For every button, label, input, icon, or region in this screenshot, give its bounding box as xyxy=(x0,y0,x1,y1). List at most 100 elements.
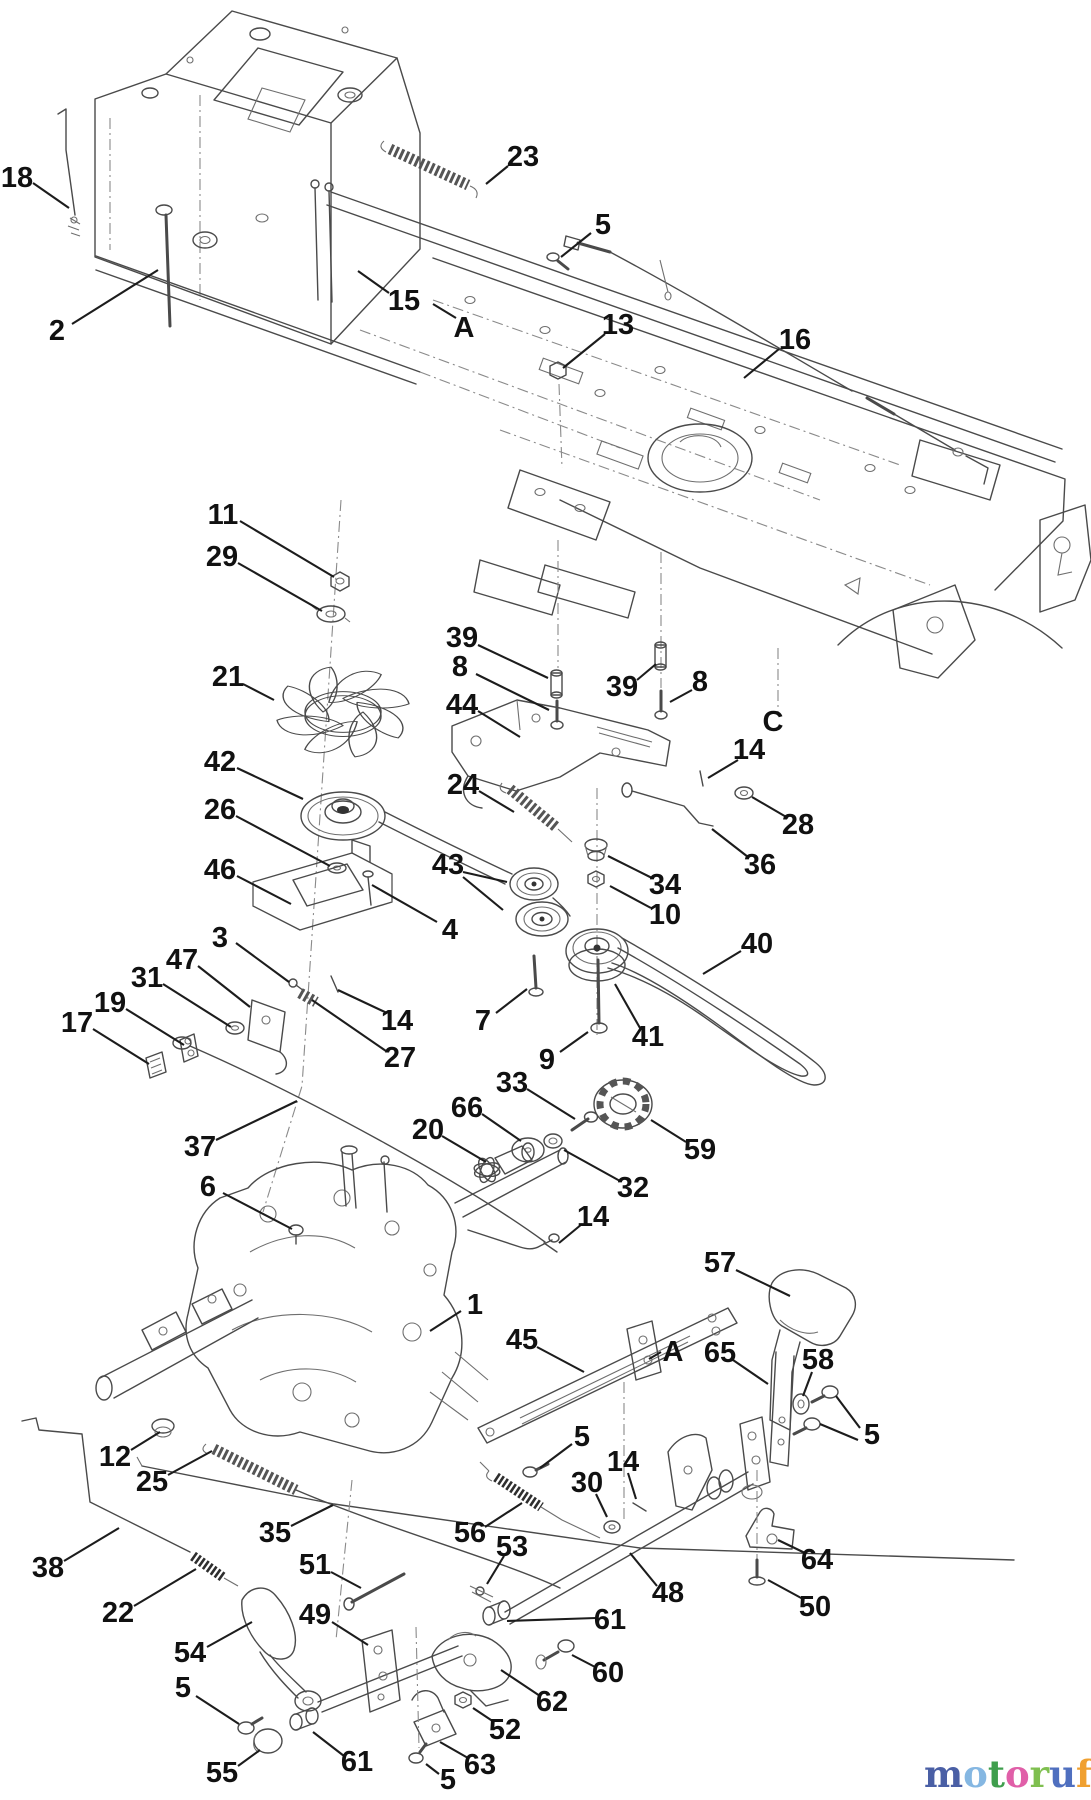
callout-leader-23 xyxy=(485,165,509,185)
screw-4 xyxy=(362,870,374,906)
screw-3-pin-14-springpin-27 xyxy=(288,975,339,1007)
callout-label-36-31: 36 xyxy=(744,849,776,881)
brake-rod-36 xyxy=(621,782,714,827)
callout-leader-38 xyxy=(63,1527,120,1562)
watermark-logo: motoruf.de xyxy=(924,1752,1091,1796)
callout-leader-5 xyxy=(539,1443,573,1469)
shoulder-bolt-5-top xyxy=(546,252,570,271)
callout-label-26-12: 26 xyxy=(204,794,236,826)
callout-leader-5 xyxy=(195,1695,240,1725)
callout-leader-59 xyxy=(650,1119,687,1143)
callout-leader-29 xyxy=(237,562,323,612)
nut-52 xyxy=(454,1691,472,1709)
callout-label-27-21: 27 xyxy=(384,1042,416,1074)
washer-30 xyxy=(603,1520,621,1534)
bushing-61-right xyxy=(482,1600,511,1626)
callout-label-57-51: 57 xyxy=(704,1247,736,1279)
callout-label-3-14: 3 xyxy=(212,922,228,954)
callout-leader-58 xyxy=(802,1371,813,1397)
washer-28 xyxy=(734,786,754,800)
callout-label-19-17: 19 xyxy=(94,987,126,1019)
callout-label-14-29: 14 xyxy=(733,734,765,766)
callout-label-16-7: 16 xyxy=(779,324,811,356)
callout-label-5-53: 5 xyxy=(864,1419,880,1451)
callout-label-9-38: 9 xyxy=(539,1044,555,1076)
bushing-34-nut-10 xyxy=(584,788,608,1035)
elbow-rod-pin-14 xyxy=(467,1229,625,1520)
callout-label-64-71: 64 xyxy=(801,1544,833,1576)
callout-label-10-33: 10 xyxy=(649,899,681,931)
cooling-fan-21 xyxy=(276,666,410,758)
callout-leader-66 xyxy=(481,1113,522,1142)
callout-label-49-60: 49 xyxy=(299,1599,331,1631)
callout-label-54-61: 54 xyxy=(174,1637,206,1669)
callout-label-18-0: 18 xyxy=(1,162,33,194)
callout-leader-10 xyxy=(609,885,652,909)
bolt-5-bottom xyxy=(408,1742,428,1764)
callout-label-47-15: 47 xyxy=(166,944,198,976)
brake-lever-65 xyxy=(769,1351,795,1467)
callout-label-65-50: 65 xyxy=(704,1337,736,1369)
callout-label-50-72: 50 xyxy=(799,1591,831,1623)
control-rod-37 xyxy=(172,1036,546,1243)
bolts-5-pedal xyxy=(792,1385,839,1436)
callout-leader-65 xyxy=(732,1359,769,1385)
callout-leader-45 xyxy=(536,1346,585,1373)
callout-label-13-6: 13 xyxy=(602,309,634,341)
callout-leader-1 xyxy=(429,1310,462,1332)
callout-label-5-78: 5 xyxy=(440,1764,456,1796)
callout-leader-2 xyxy=(71,269,159,325)
callout-label-31-16: 31 xyxy=(131,962,163,994)
callout-label-A-49: A xyxy=(663,1336,684,1368)
watermark-letter: f xyxy=(1076,1752,1091,1796)
callout-leader-54 xyxy=(206,1621,253,1648)
callout-label-7-37: 7 xyxy=(475,1005,491,1037)
callout-leader-51 xyxy=(330,1571,362,1589)
callout-label-37-45: 37 xyxy=(184,1131,216,1163)
callout-leader-11 xyxy=(239,520,335,578)
callout-label-48-70: 48 xyxy=(652,1577,684,1609)
callout-label-6-46: 6 xyxy=(200,1171,216,1203)
battery-box-frame xyxy=(94,10,421,345)
callout-leader-8 xyxy=(669,689,693,703)
callout-leader-42 xyxy=(236,767,304,800)
washer-58 xyxy=(792,1393,810,1415)
callout-leader-17 xyxy=(92,1028,150,1065)
spring-22 xyxy=(190,1551,239,1587)
callout-leader-A xyxy=(648,1351,662,1360)
bushing-61-left xyxy=(289,1707,319,1731)
callout-leader-15 xyxy=(357,270,390,294)
drain-plug-12 xyxy=(151,1418,175,1438)
callout-leader-33 xyxy=(526,1088,576,1120)
bolt-8-right xyxy=(654,689,668,720)
idler-arm-47-washer-31-spacer-19-clip-17 xyxy=(145,999,287,1079)
pivot-bracket-49 xyxy=(361,1629,401,1713)
bolt-50 xyxy=(748,1558,766,1586)
callout-leader-32 xyxy=(563,1149,621,1182)
bypass-rod-38 xyxy=(21,1417,191,1553)
bolt-8-left xyxy=(550,699,564,730)
idler-bracket-44 xyxy=(451,699,671,809)
callout-label-66-41: 66 xyxy=(451,1092,483,1124)
callout-leader-60 xyxy=(571,1654,598,1669)
callout-label-4-19: 4 xyxy=(442,914,458,946)
callout-leader-14 xyxy=(707,759,739,779)
brake-strap-45 xyxy=(477,1307,738,1444)
callout-label-43-34: 43 xyxy=(432,849,464,881)
callout-label-39-26: 39 xyxy=(606,671,638,703)
callout-label-41-36: 41 xyxy=(632,1021,664,1053)
callout-leader-56 xyxy=(484,1502,523,1528)
callout-label-61-64: 61 xyxy=(341,1746,373,1778)
callout-label-63-77: 63 xyxy=(464,1749,496,1781)
callout-label-53-66: 53 xyxy=(496,1531,528,1563)
callout-leader-43 xyxy=(462,876,504,911)
support-rod-18 xyxy=(57,108,81,237)
callout-label-56-65: 56 xyxy=(454,1517,486,1549)
bolt-9 xyxy=(590,958,608,1034)
flange-nut-13 xyxy=(549,361,567,469)
bracket-63 xyxy=(411,1626,457,1749)
callout-leader-61 xyxy=(506,1616,597,1623)
callout-leader-31 xyxy=(162,983,232,1028)
